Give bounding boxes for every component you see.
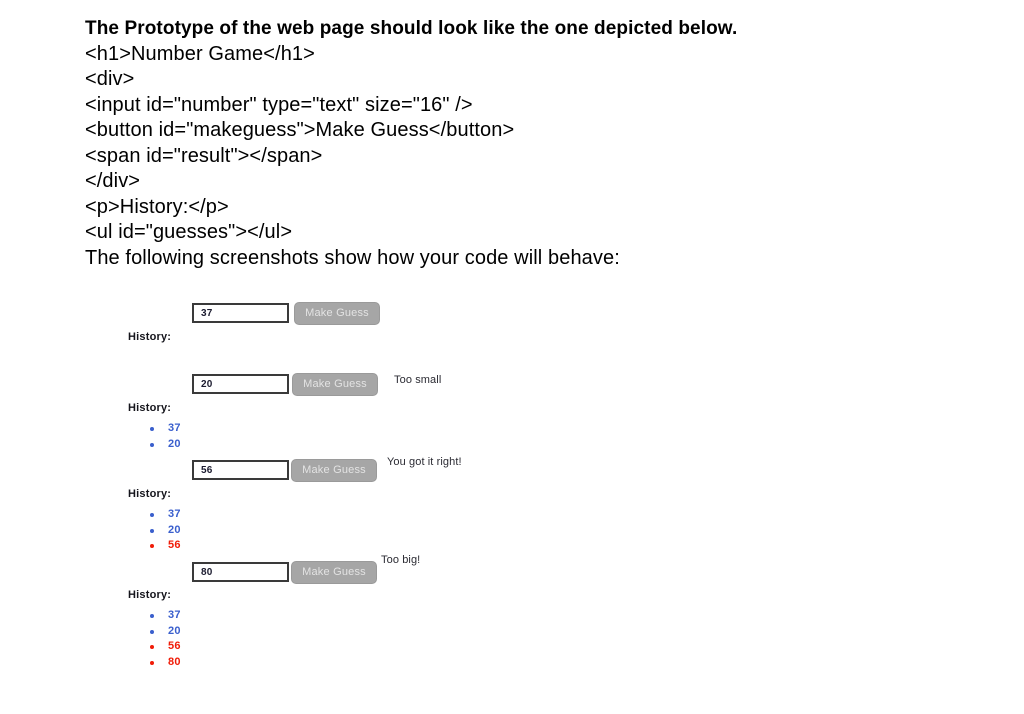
history-label: History:	[128, 488, 172, 500]
code-line: The following screenshots show how your …	[85, 246, 620, 269]
bullet-icon	[150, 614, 154, 618]
guess-history-item: 37	[0, 508, 181, 524]
instruction-code-block: The Prototype of the web page should loo…	[85, 16, 965, 271]
guess-history-item: 37	[0, 422, 181, 438]
bullet-icon	[150, 544, 154, 548]
guess-value: 20	[168, 624, 181, 637]
guess-history-item: 20	[0, 625, 181, 641]
code-line: </div>	[85, 170, 141, 192]
guess-history-item: 56	[0, 539, 181, 555]
guess-history-item: 20	[0, 438, 181, 454]
number-input[interactable]	[192, 374, 289, 394]
guess-row: Make Guess	[0, 302, 700, 329]
bullet-icon	[150, 528, 154, 533]
bullet-icon	[150, 513, 154, 517]
make-guess-button[interactable]: Make Guess	[291, 459, 377, 482]
guess-value: 56	[168, 539, 181, 551]
guess-row: Make Guess Too big!	[0, 554, 700, 588]
guess-value: 37	[168, 609, 181, 621]
guess-value: 80	[168, 655, 181, 668]
bullet-icon	[150, 442, 154, 447]
bullet-icon	[150, 645, 154, 649]
code-line: <p>History:</p>	[85, 195, 229, 218]
guess-history-list: 37 20 56 80	[0, 609, 181, 671]
code-line: <button id="makeguess">Make Guess</butto…	[85, 119, 515, 141]
guess-row: Make Guess Too small	[0, 373, 700, 400]
guess-value: 37	[168, 422, 181, 434]
bullet-icon	[150, 629, 154, 634]
make-guess-button[interactable]: Make Guess	[294, 302, 380, 325]
code-line: <ul id="guesses"></ul>	[85, 221, 293, 243]
guess-history-list: 37 20 56	[0, 508, 181, 555]
result-message: Too big!	[381, 554, 421, 566]
code-line: <div>	[85, 68, 135, 90]
bullet-icon	[150, 427, 154, 431]
code-line: <h1>Number Game</h1>	[85, 42, 315, 65]
guess-history-item: 20	[0, 524, 181, 540]
guess-value: 20	[168, 437, 181, 450]
history-label: History:	[128, 402, 172, 414]
history-label: History:	[128, 589, 172, 601]
mockup-step-4: Make Guess Too big! History: 37 20 56 80	[0, 554, 700, 668]
result-message: Too small	[394, 374, 442, 386]
number-input[interactable]	[192, 460, 289, 480]
instruction-heading: The Prototype of the web page should loo…	[85, 18, 738, 39]
history-label: History:	[128, 331, 172, 343]
guess-history-item: 80	[0, 656, 181, 672]
make-guess-button[interactable]: Make Guess	[291, 561, 377, 584]
result-message: You got it right!	[387, 456, 462, 468]
guess-row: Make Guess You got it right!	[0, 456, 700, 486]
number-input[interactable]	[192, 562, 289, 582]
bullet-icon	[150, 660, 154, 665]
guess-value: 20	[168, 523, 181, 536]
guess-value: 56	[168, 640, 181, 652]
number-input[interactable]	[192, 303, 289, 323]
code-line: <input id="number" type="text" size="16"…	[85, 93, 473, 116]
code-line: <span id="result"></span>	[85, 144, 323, 167]
guess-value: 37	[168, 508, 181, 520]
guess-history-item: 37	[0, 609, 181, 625]
guess-history-item: 56	[0, 640, 181, 656]
make-guess-button[interactable]: Make Guess	[292, 373, 378, 396]
mockup-step-3: Make Guess You got it right! History: 37 20 5…	[0, 456, 700, 551]
